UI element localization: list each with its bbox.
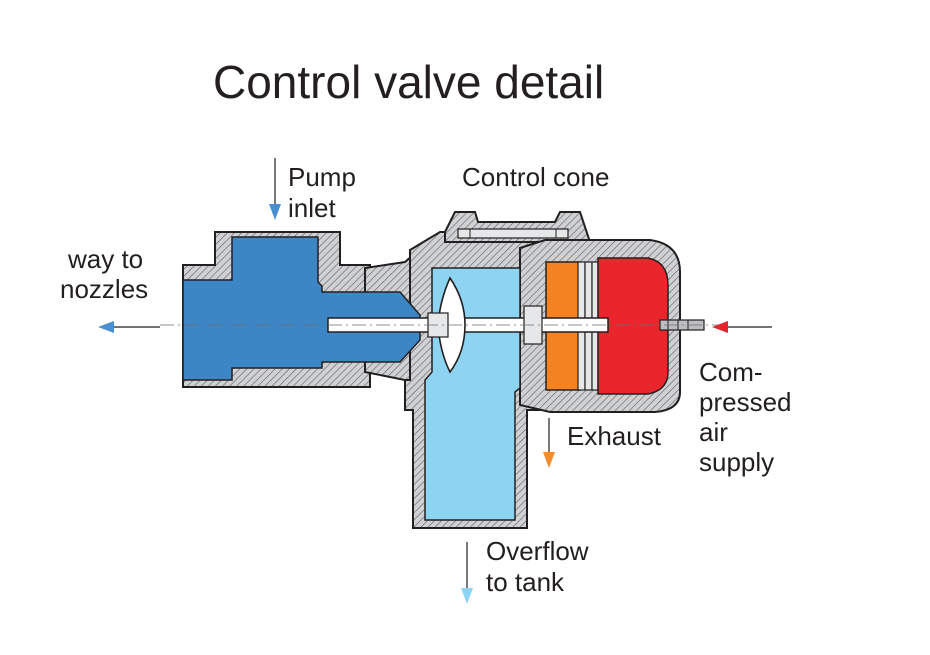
- overflow-water-chamber: [424, 267, 521, 521]
- label-exhaust: Exhaust: [567, 421, 662, 451]
- exhaust-arrow: [543, 418, 555, 468]
- label-air-supply-line4: supply: [699, 447, 774, 477]
- label-way-to-nozzles-line1: way to: [67, 244, 143, 274]
- pump-water-chamber: [182, 236, 421, 381]
- diagram-title: Control valve detail: [213, 56, 604, 108]
- label-air-supply-line1: Com-: [699, 357, 763, 387]
- nozzles-arrow: [98, 321, 160, 333]
- label-way-to-nozzles-line2: nozzles: [60, 274, 148, 304]
- label-air-supply-line3: air: [699, 417, 728, 447]
- overflow-arrow: [461, 542, 473, 604]
- label-overflow-line2: to tank: [486, 567, 565, 597]
- label-overflow-line1: Overflow: [486, 536, 589, 566]
- air-supply-arrow: [712, 321, 772, 333]
- label-control-cone: Control cone: [462, 162, 609, 192]
- pump-inlet-arrow: [269, 158, 281, 220]
- cap-bolt: [457, 228, 569, 239]
- label-pump-inlet-line1: Pump: [288, 162, 356, 192]
- label-air-supply-line2: pressed: [699, 387, 792, 417]
- air-chamber: [597, 257, 669, 395]
- label-pump-inlet-line2: inlet: [288, 193, 336, 223]
